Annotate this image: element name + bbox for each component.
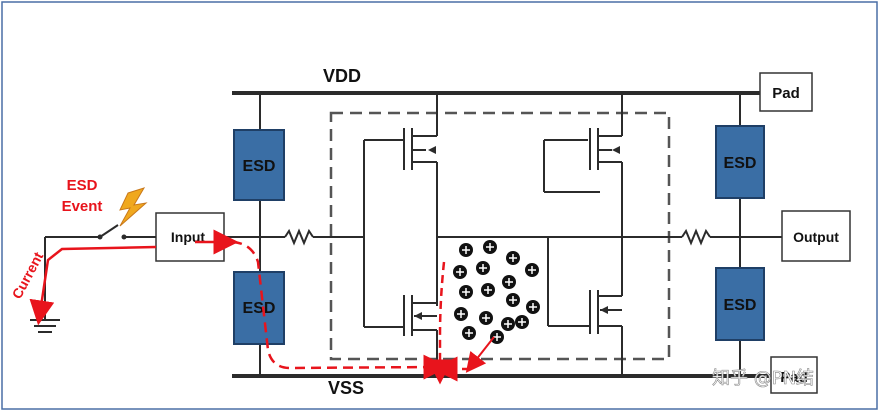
esd-label-left-top: ESD	[243, 158, 276, 175]
pad-bottom-label: Pad	[780, 369, 808, 386]
esd-event-label-2: Event	[62, 198, 103, 215]
pad-bottom-box	[770, 356, 818, 394]
esd-block-right-top	[715, 125, 765, 199]
esd-label-right-bottom: ESD	[724, 297, 757, 314]
inverter-1	[363, 93, 548, 376]
watermark: 知乎 @PN结	[712, 368, 814, 389]
ground-switch	[30, 224, 156, 333]
current-label: Current	[9, 249, 47, 301]
input-resistor	[284, 228, 314, 246]
current-arrow-particles	[465, 336, 495, 373]
esd-label-left-bottom: ESD	[243, 300, 276, 317]
current-path-core	[427, 261, 453, 385]
charge-particles	[453, 240, 540, 344]
esd-block-left-top	[233, 129, 285, 201]
output-label: Output	[793, 229, 839, 245]
output-box	[781, 210, 851, 262]
inverter-2	[543, 93, 682, 376]
current-path-esd-left	[231, 240, 449, 380]
input-box	[155, 212, 225, 262]
lightning-icon	[119, 187, 148, 227]
output-resistor	[681, 228, 711, 246]
esd-label-right-top: ESD	[724, 155, 757, 172]
esd-block-right-bottom	[715, 267, 765, 341]
esd-event-label-1: ESD	[67, 177, 98, 194]
current-path-ground	[29, 245, 157, 326]
pad-top-box	[759, 72, 813, 112]
pad-top-label: Pad	[772, 85, 800, 102]
vdd-label: VDD	[323, 66, 361, 86]
esd-block-left-bottom	[233, 271, 285, 345]
vss-label: VSS	[328, 378, 364, 398]
